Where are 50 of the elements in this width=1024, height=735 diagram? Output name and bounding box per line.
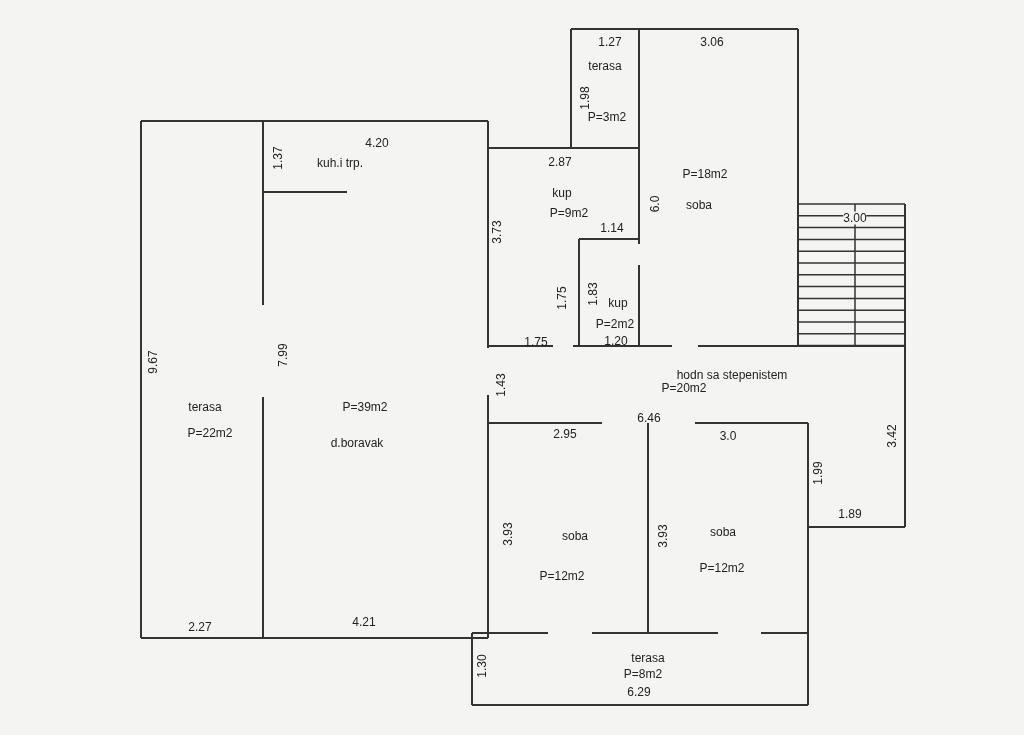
dimension-label: 4.20 [365, 136, 389, 150]
room-label: kup [552, 186, 572, 200]
room-text: P=20m2 [661, 381, 707, 395]
room-text: P=9m2 [549, 206, 589, 220]
dimension-label: 1.75 [555, 286, 569, 310]
room-text: P=2m2 [595, 317, 635, 331]
dimension-label: 9.67 [146, 350, 160, 374]
dimension-label: 3.00 [843, 211, 867, 225]
dimension-label: 1.37 [271, 146, 285, 170]
room-label: terasa [588, 59, 622, 73]
dimension-label: 1.89 [838, 507, 862, 521]
dimension-label: 2.95 [553, 427, 577, 441]
room-text: P=8m2 [623, 667, 663, 681]
dimension-label: 7.99 [276, 343, 290, 367]
room-label: kuh.i trp. [317, 156, 363, 170]
dimension-label: 1.99 [811, 461, 825, 485]
dimension-label: 1.30 [475, 654, 489, 678]
room-text: P=12m2 [539, 569, 585, 583]
dimension-label: 3.06 [700, 35, 724, 49]
room-text: P=12m2 [699, 561, 745, 575]
room-label: P=39m2 [342, 400, 388, 414]
dimension-label: 3.42 [885, 424, 899, 448]
dimension-label: 2.87 [548, 155, 572, 169]
dimension-label: 1.14 [600, 221, 624, 235]
dimension-label: 1.20 [604, 334, 628, 348]
room-label: terasa [188, 400, 222, 414]
dimension-label: 3.93 [656, 524, 670, 548]
dimension-label: 3.0 [719, 429, 737, 443]
room-label: soba [562, 529, 588, 543]
dimension-label: 6.29 [627, 685, 651, 699]
dimension-label: 4.21 [352, 615, 376, 629]
dimension-label: 3.93 [501, 522, 515, 546]
room-text: soba [686, 198, 712, 212]
room-text: d.boravak [330, 436, 384, 450]
room-label: soba [710, 525, 736, 539]
room-text: P=22m2 [187, 426, 233, 440]
dimension-label: 6.46 [637, 411, 661, 425]
dimension-label: 2.27 [188, 620, 212, 634]
room-label: P=18m2 [682, 167, 728, 181]
dimension-label: 1.75 [524, 335, 548, 349]
dimension-label: 6.0 [648, 195, 662, 213]
room-label: hodn sa stepenistem [676, 368, 788, 382]
dimension-label: 1.83 [586, 282, 600, 306]
dimension-label: 1.27 [598, 35, 622, 49]
dimension-label: 1.43 [494, 373, 508, 397]
dimension-label: 3.73 [490, 220, 504, 244]
room-label: kup [608, 296, 628, 310]
room-text: P=3m2 [587, 110, 627, 124]
room-label: terasa [631, 651, 665, 665]
dimension-label: 1.98 [578, 86, 592, 110]
